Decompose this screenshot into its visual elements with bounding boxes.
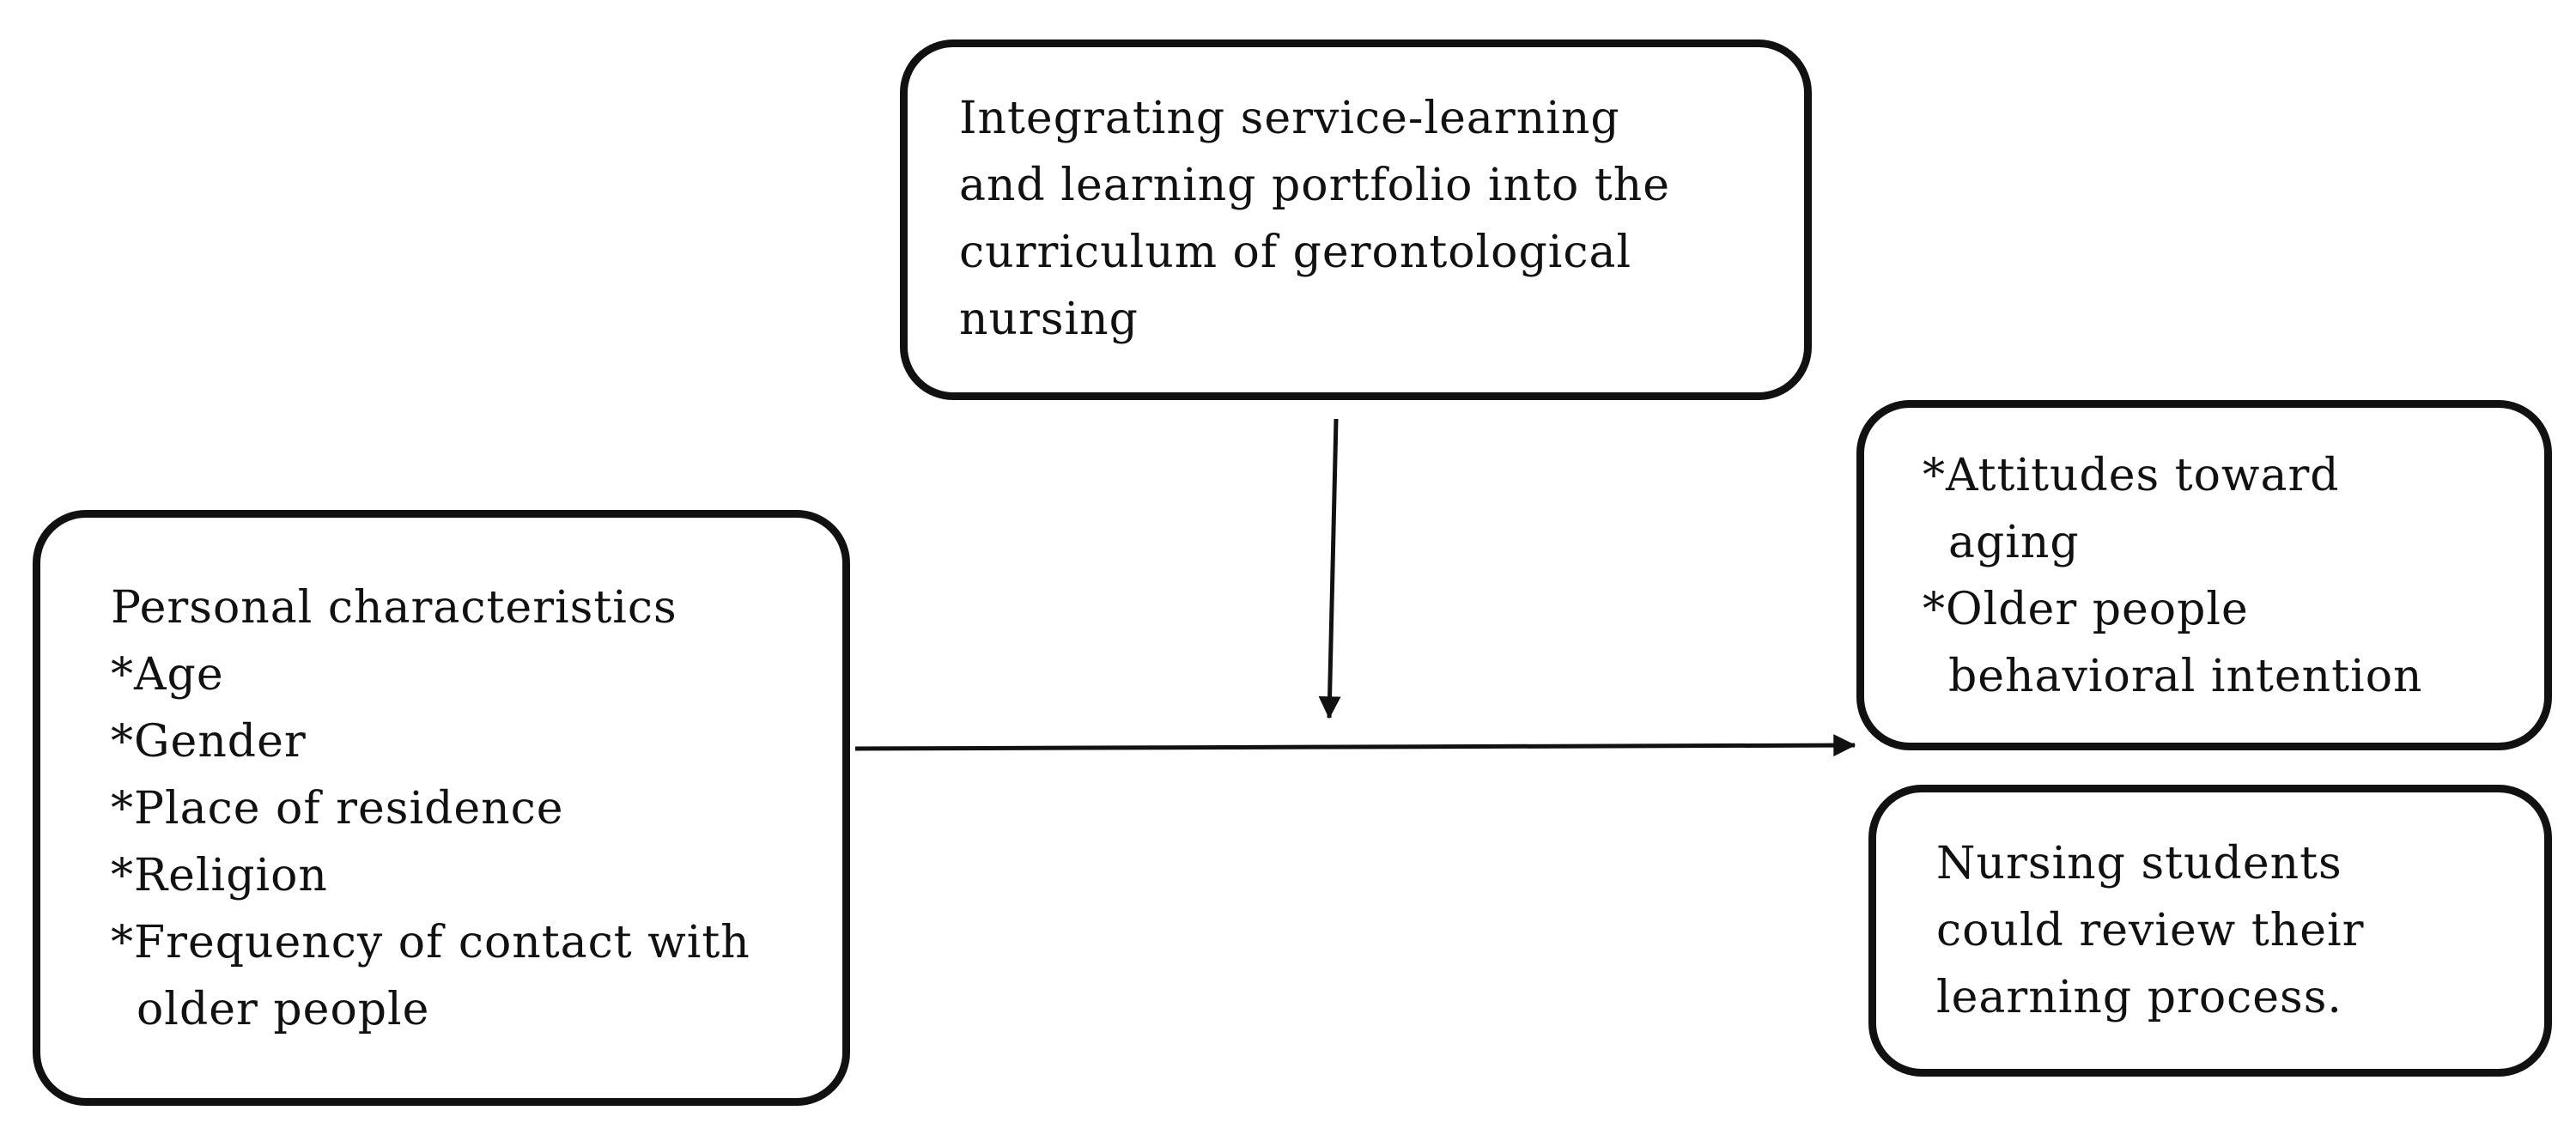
personal-item-contact-frequency: *Frequency of contact with xyxy=(111,917,750,968)
main-effect-arrow xyxy=(854,734,1856,757)
personal-item-residence: *Place of residence xyxy=(111,783,564,834)
review-line-2: could review their xyxy=(1936,905,2365,956)
personal-characteristics-box: Personal characteristics *Age *Gender *P… xyxy=(33,510,850,1106)
review-line-3: learning process. xyxy=(1936,972,2342,1023)
personal-title: Personal characteristics xyxy=(111,582,677,634)
personal-item-religion: *Religion xyxy=(111,850,328,901)
intervention-box: Integrating service-learning and learnin… xyxy=(900,39,1812,400)
outcome-line-1: *Attitudes toward xyxy=(1923,450,2340,501)
intervention-line-3: curriculum of gerontological xyxy=(959,227,1632,278)
intervention-line-2: and learning portfolio into the xyxy=(959,160,1671,211)
personal-item-contact-frequency-cont: older people xyxy=(137,984,430,1035)
outcome-line-4: behavioral intention xyxy=(1948,651,2423,702)
intervention-line-4: nursing xyxy=(959,294,1139,345)
outcome-line-3: *Older people xyxy=(1923,584,2249,635)
intervention-line-1: Integrating service-learning xyxy=(959,93,1620,144)
personal-item-gender: *Gender xyxy=(111,716,307,768)
personal-item-age: *Age xyxy=(111,649,224,701)
outcomes-box: *Attitudes toward aging *Older people be… xyxy=(1856,400,2552,750)
learning-review-box: Nursing students could review their lear… xyxy=(1868,785,2552,1077)
moderator-arrow xyxy=(1318,418,1341,719)
review-line-1: Nursing students xyxy=(1936,838,2342,889)
outcome-line-2: aging xyxy=(1948,517,2080,568)
